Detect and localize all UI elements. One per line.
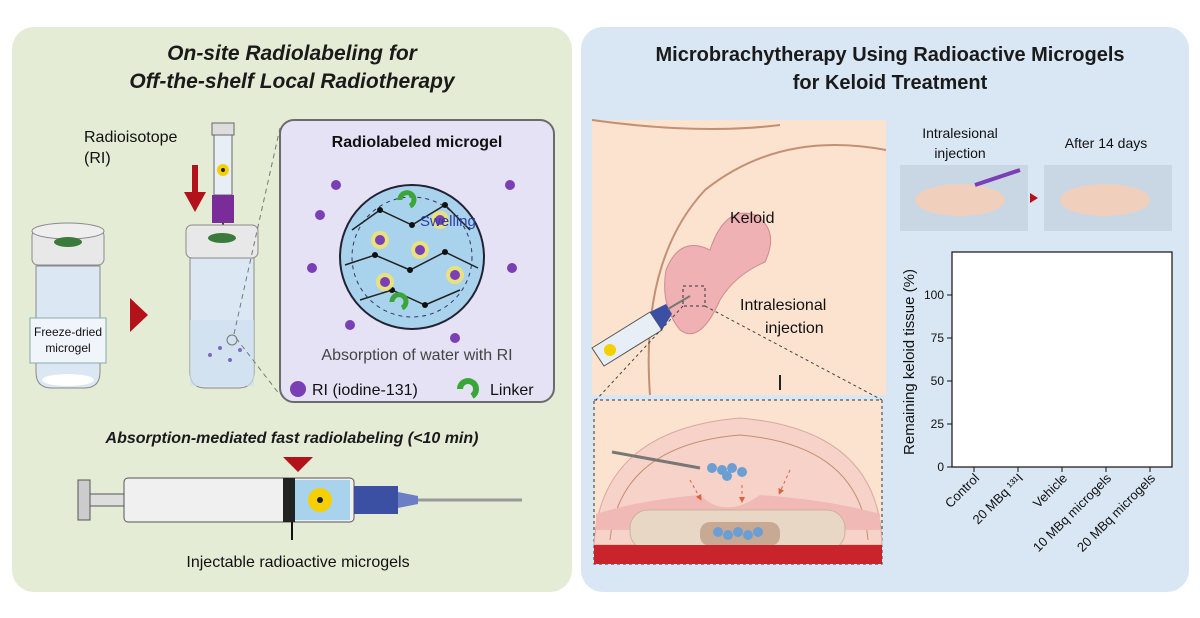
right-title-line2: for Keloid Treatment — [793, 72, 988, 94]
y-tick-label: 25 — [931, 417, 945, 431]
fast-radiolabeling-label: Absorption-mediated fast radiolabeling (… — [105, 430, 479, 447]
photo-before-label-line1: Intralesional — [922, 125, 998, 141]
freeze-dried-vial-icon — [29, 222, 107, 389]
indicator-arrow-icon — [283, 457, 313, 472]
keloid-syringe-icon — [591, 295, 691, 367]
chart-frame — [951, 251, 1173, 468]
down-arrow-icon — [184, 165, 206, 212]
photo-after-label: After 14 days — [1065, 135, 1148, 151]
photo-arrow-icon — [1030, 193, 1038, 203]
photo-before-label-line2: injection — [934, 145, 985, 161]
ri-particles — [307, 180, 517, 343]
tissue-cross-section — [593, 399, 883, 565]
vial-label-line2: microgel — [45, 341, 90, 355]
process-arrow-icon — [130, 298, 148, 332]
right-title-line1: Microbrachytherapy Using Radioactive Mic… — [655, 44, 1124, 66]
keloid-label: Keloid — [730, 210, 774, 227]
injectable-label: Injectable radioactive microgels — [186, 554, 409, 571]
vial-label-line1: Freeze-dried — [34, 325, 102, 339]
y-tick-label: 0 — [937, 460, 944, 474]
radioisotope-label-line2: (RI) — [84, 150, 111, 167]
left-panel: On-site Radiolabeling for Off-the-shelf … — [12, 27, 572, 592]
left-title-line2: Off-the-shelf Local Radiotherapy — [129, 70, 455, 93]
radiolabeling-vial-icon — [185, 224, 259, 389]
inset-title: Radiolabeled microgel — [332, 134, 503, 151]
y-tick-label: 50 — [931, 374, 945, 388]
mouse-photo-after — [1044, 165, 1172, 231]
linker-legend-icon — [457, 378, 479, 399]
zoom-box — [682, 285, 706, 307]
mouse-photo-before — [900, 165, 1028, 231]
ri-legend-icon — [290, 381, 306, 397]
intralesional-label-line1: Intralesional — [740, 297, 826, 314]
legend-ri-label: RI (iodine-131) — [312, 382, 418, 399]
legend-linker-label: Linker — [490, 382, 534, 399]
radioisotope-label-line1: Radioisotope — [84, 129, 178, 146]
absorption-caption: Absorption of water with RI — [321, 347, 512, 364]
shoulder-illustration — [591, 119, 887, 396]
zoom-connector-top — [233, 127, 281, 335]
right-panel: Microbrachytherapy Using Radioactive Mic… — [581, 27, 1189, 592]
y-tick-label: 75 — [931, 331, 945, 345]
zoom-connector-bottom — [235, 337, 281, 396]
microgel-sphere-icon — [339, 184, 485, 330]
syringe-horizontal-icon — [77, 477, 522, 523]
intralesional-label-line2: injection — [765, 320, 824, 337]
swelling-label: Swelling — [420, 213, 476, 230]
y-tick-label: 100 — [924, 288, 944, 302]
left-title-line1: On-site Radiolabeling for — [167, 42, 419, 65]
chart-ylabel: Remaining keloid tissue (%) — [901, 269, 918, 455]
